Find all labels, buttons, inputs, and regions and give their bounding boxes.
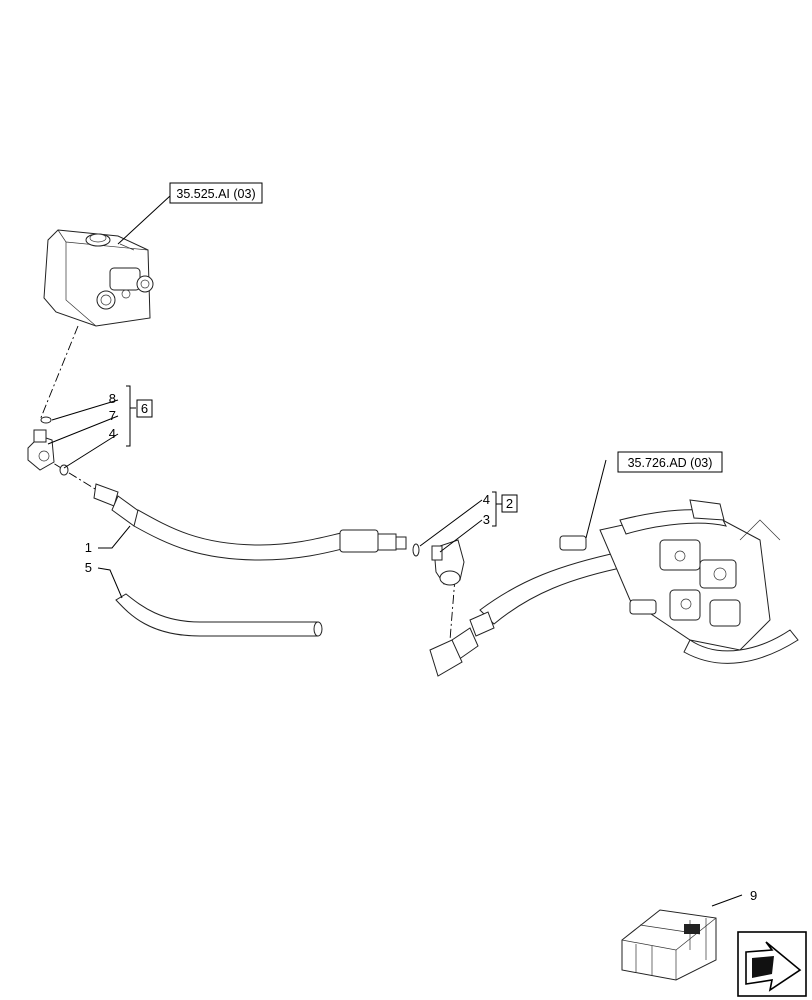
ref-valve-assembly-text: 35.726.AD (03) — [628, 456, 713, 470]
valve-block — [43, 229, 154, 327]
callout-5: 5 — [85, 560, 92, 575]
elbow-3 — [431, 539, 465, 586]
kit-2-box[interactable]: 2 — [501, 494, 518, 513]
callout-2: 2 — [506, 496, 513, 511]
oring-4-left — [59, 464, 69, 476]
callout-4-top: 4 — [109, 426, 116, 441]
callout-9: 9 — [750, 888, 757, 903]
ref-box-valve-block[interactable]: 35.525.AI (03) — [169, 182, 263, 204]
callout-1: 1 — [85, 540, 92, 555]
callout-4-right: 4 — [483, 492, 490, 507]
oring-4-right — [412, 543, 420, 557]
ref-valve-block-text: 35.525.AI (03) — [176, 187, 255, 201]
callout-3: 3 — [483, 512, 490, 527]
valve-assembly — [429, 499, 799, 677]
adapter-7 — [27, 429, 55, 471]
callout-6: 6 — [141, 401, 148, 416]
hose-1 — [93, 483, 407, 561]
hose-5 — [115, 593, 323, 637]
callout-7: 7 — [109, 408, 116, 423]
callout-8: 8 — [109, 391, 116, 406]
ring-8 — [40, 416, 52, 424]
ref-box-valve-assembly[interactable]: 35.726.AD (03) — [617, 451, 723, 473]
navigation-arrow-icon[interactable] — [737, 931, 807, 997]
leader-lines — [47, 195, 743, 907]
kit-6-box[interactable]: 6 — [136, 399, 153, 418]
kit-box-9 — [621, 909, 717, 981]
